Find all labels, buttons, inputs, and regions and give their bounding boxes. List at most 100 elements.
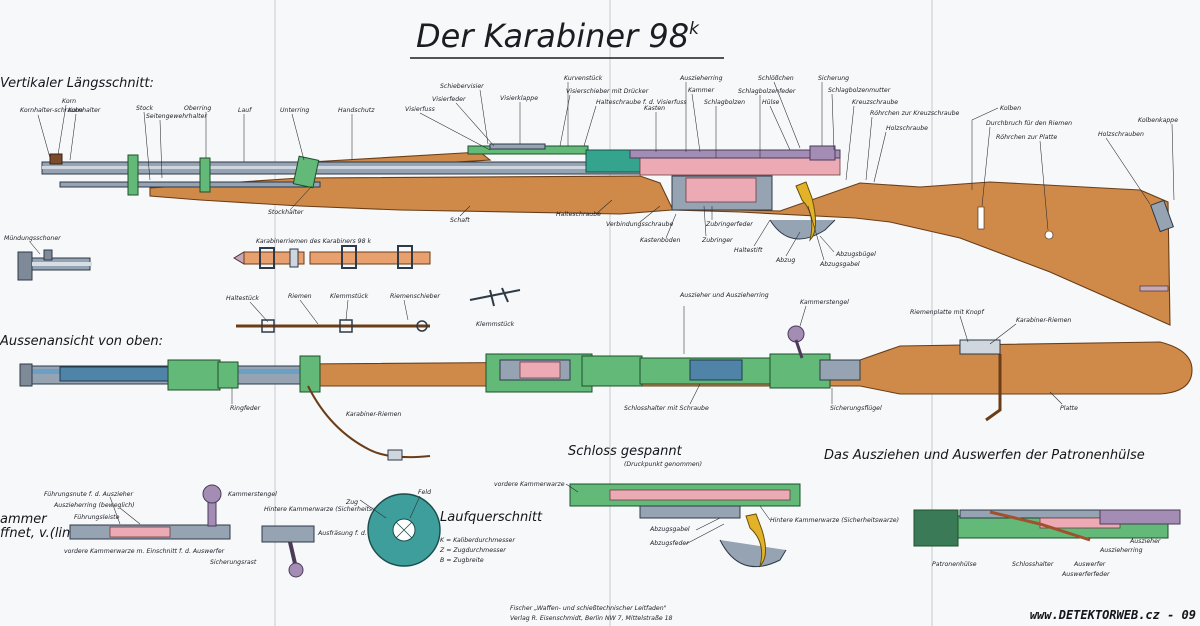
label-abzugsgabel-2: Abzugsgabel [649,526,690,533]
label-sicherung: Sicherung [818,75,849,82]
label-muendungsschoner: Mündungsschoner [4,235,61,242]
label-auszieherring-beweglich: Auszieherring (beweglich) [53,502,135,509]
label-patronenhuelse: Patronenhülse [932,560,977,568]
section-top-title: Aussenansicht von oben: [0,334,163,349]
label-durchbruch: Durchbruch für den Riemen [986,120,1072,127]
strap-drawing [233,245,521,333]
label-kastenboden: Kastenboden [640,236,680,244]
vertical-labels: Kornhalter-schraube Korn Kornhalter Stoc… [20,74,1178,268]
label-kornhalterschraube: Kornhalter-schraube [20,106,83,114]
label-platte: Platte [1060,404,1078,412]
label-kammerstengel: Kammerstengel [800,298,849,306]
page-title: Der Karabiner 98k [416,17,700,55]
label-schlagbolzen: Schlagbolzen [704,99,745,106]
label-sicherungsrast: Sicherungsrast [210,558,257,566]
label-zubringer: Zubringer [701,237,733,244]
label-sicherungsfluegel: Sicherungsflügel [830,405,882,412]
label-riemen: Riemen [288,293,312,300]
bore-section-drawing [359,493,441,567]
publisher-line-1: Fischer „Waffen- und schießtechnischer L… [510,604,667,612]
label-abzugsgabel: Abzugsgabel [819,261,860,268]
label-karabinerriemen-2: Karabiner-Riemen [346,411,401,418]
label-zubringerfeder: Zubringerfeder [705,221,753,228]
label-roehrchen-platte: Röhrchen zur Platte [996,133,1057,141]
label-schaft: Schaft [450,216,470,224]
label-schloesschen: Schlößchen [758,75,794,82]
label-bore-b: B = Zugbreite [440,556,484,564]
label-auszieher: Auszieher [1129,538,1161,545]
label-haltestift: Haltestift [734,246,763,254]
label-kurvenstueck: Kurvenstück [564,74,603,82]
label-kolbenkappe: Kolbenkappe [1138,117,1178,124]
label-visierklappe: Visierklappe [500,95,538,102]
label-vordere-einschnitt: vordere Kammerwarze m. Einschnitt f. d. … [64,547,225,555]
section-cocked-title: Schloss gespannt [568,444,683,459]
label-riemenschieber: Riemenschieber [390,293,440,300]
label-abzugsbuegel: Abzugsbügel [835,251,876,258]
label-zug: Zug [345,499,358,506]
label-auswerfer: Auswerfer [1073,561,1106,568]
label-holzschraube-top: Holzschraube [886,125,928,132]
label-stock: Stock [136,104,154,112]
section-strap-title: Karabinerriemen des Karabiners 98 k [256,238,372,245]
rifle-section-drawing [41,143,1175,326]
bolt-open-drawing [69,484,315,578]
label-feld: Feld [418,489,431,496]
muzzle-cover-drawing [17,249,92,281]
label-klemmstueck-2: Klemmstück [476,320,515,328]
label-kammer: Kammer [688,87,714,94]
section-bore-title: Laufquerschnitt [440,510,543,525]
rifle-top-drawing [19,325,1193,461]
label-schiebevisier: Schiebervisier [440,83,484,90]
label-lauf: Lauf [238,107,252,114]
label-schlagbolzenmutter: Schlagbolzenmutter [828,86,891,94]
label-kammerstengel-2: Kammerstengel [228,490,277,498]
section-vertical-title: Vertikaler Längsschnitt: [0,76,154,91]
label-unterring: Unterring [280,106,309,114]
label-verbindungsschraube: Verbindungsschraube [606,221,673,228]
label-visierschieber: Visierschieber mit Drücker [566,87,649,95]
label-huelse: Hülse [762,99,780,106]
label-visierfuss: Visierfuss [405,106,436,113]
label-abzug: Abzug [775,257,795,264]
label-schlosshalter-2: Schlosshalter [1012,560,1054,568]
label-haltestueck: Haltestück [226,294,259,302]
cocked-bolt-drawing [569,483,801,568]
label-riemenplatte: Riemenplatte mit Knopf [910,308,984,316]
label-kreuzschraube: Kreuzschraube [852,99,898,106]
label-hintere-kammerwarze-2: Hintere Kammerwarze (Sicherheitswarze) [264,505,393,513]
extraction-drawing [913,509,1181,547]
label-druckpunkt: (Druckpunkt genommen) [624,460,702,468]
label-handschutz: Handschutz [338,106,375,114]
publisher-line-2: Verlag R. Eisenschmidt, Berlin NW 7, Mit… [510,614,673,622]
label-ringfeder: Ringfeder [230,405,261,412]
label-fuehrungsnute: Führungsnute f. d. Auszieher [44,490,133,498]
label-auswerferfeder: Auswerferfeder [1061,571,1110,578]
label-bore-z: Z = Zugdurchmesser [439,547,506,554]
label-klemmstueck: Klemmstück [330,292,369,300]
top-labels: Auszieher und Auszieherring Kammerstenge… [230,292,1078,418]
label-kornhalter: Kornhalter [68,106,101,114]
label-halteschraube: Halteschraube f. d. Visierfuss [596,98,687,106]
label-korn: Korn [62,98,76,105]
label-kolben: Kolben [1000,105,1021,112]
section-bolt-subtitle: ffnet, v.(links) [0,526,90,541]
label-holzschrauben: Holzschrauben [1098,131,1144,138]
label-bore-k: K = Kaliberdurchmesser [440,537,515,544]
label-auszieher-ring: Auszieher und Auszieherring [679,292,769,299]
label-halteschraube-2: Halteschraube [556,210,601,218]
label-kasten: Kasten [644,104,665,112]
label-visierfeder: Visierfeder [432,96,466,103]
label-oberring: Oberring [184,105,211,112]
label-fuehrungsleiste: Führungsleiste [74,513,120,521]
label-hintere-kammerwarze: Hintere Kammerwarze (Sicherheitswarze) [770,516,899,524]
section-bolt-title: ammer [0,512,48,527]
label-auszieherring: Auszieherring [679,75,723,82]
label-auszieherring-2: Auszieherring [1099,547,1143,554]
label-vordere-kammerwarze: vordere Kammerwarze [494,481,565,488]
watermark: www.DETEKTORWEB.cz - 09 [1030,608,1196,622]
extraction-labels: Patronenhülse Schlosshalter Auswerfer Au… [932,538,1161,578]
label-stockhalter: Stockhalter [268,208,304,216]
cocked-labels: (Druckpunkt genommen) vordere Kammerwarz… [494,460,899,547]
label-abzugsfeder: Abzugsfeder [649,540,689,547]
